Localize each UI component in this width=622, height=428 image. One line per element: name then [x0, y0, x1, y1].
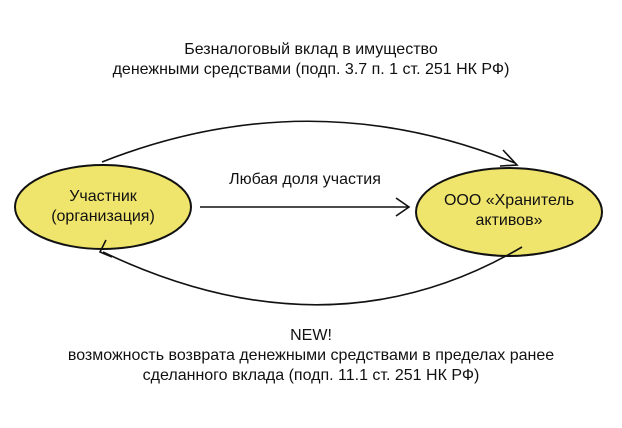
- top-caption-line1: Безналоговый вклад в имущество: [184, 41, 438, 58]
- bottom-caption-line3: сделанного вклада (подп. 11.1 ст. 251 НК…: [142, 367, 480, 384]
- top-arc-arrowhead: [499, 149, 519, 167]
- middle-arrowhead: [395, 197, 411, 217]
- node-left-line1: Участник: [69, 188, 137, 205]
- node-left-shape: [14, 164, 192, 250]
- node-right-line1: ООО «Хранитель: [443, 192, 575, 209]
- node-right-line2: активов»: [475, 212, 543, 229]
- bottom-caption-new: NEW!: [290, 327, 332, 344]
- top-caption-line2: денежными средствами (подп. 3.7 п. 1 ст.…: [112, 61, 510, 78]
- bottom-caption: NEW! возможность возврата денежными сред…: [0, 326, 622, 386]
- top-arc-arrow: [101, 120, 516, 164]
- bottom-arc-arrow: [102, 246, 523, 306]
- bottom-caption-line2: возможность возврата денежными средствам…: [67, 347, 555, 364]
- node-left: Участник (организация): [15, 187, 191, 227]
- top-caption: Безналоговый вклад в имущество денежными…: [0, 40, 622, 80]
- node-left-line2: (организация): [51, 208, 155, 225]
- bottom-arc-arrowhead: [98, 239, 113, 258]
- middle-arrow-label: Любая доля участия: [229, 171, 381, 188]
- node-right-shape: [415, 167, 603, 257]
- node-right: ООО «Хранитель активов»: [416, 191, 602, 231]
